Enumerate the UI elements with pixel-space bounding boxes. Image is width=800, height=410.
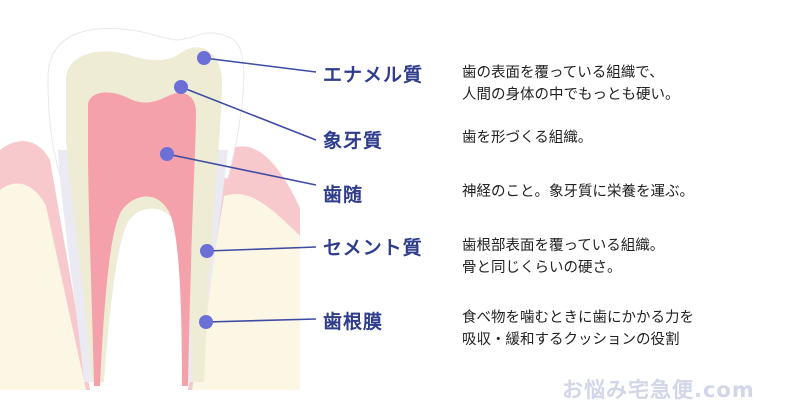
- site-watermark: お悩み宅急便.com: [562, 378, 755, 402]
- marker-dot-cementum: [200, 244, 214, 258]
- desc-cementum-line-1: 歯根部表面を覆っている組織。: [462, 238, 665, 254]
- label-dentin: 象牙質: [323, 130, 384, 152]
- desc-pulp-line-1: 神経のこと。象牙質に栄養を運ぶ。: [462, 184, 694, 200]
- label-pulp: 歯随: [323, 184, 364, 206]
- pulp-chamber: [88, 92, 196, 387]
- desc-ligament: 食べ物を噛むときに歯にかかる力を 吸収・緩和するクッションの役割: [462, 307, 694, 351]
- leader-line-cementum: [206, 246, 317, 252]
- desc-cementum-line-2: 骨と同じくらいの硬さ。: [462, 260, 622, 276]
- leader-line-pulp: [166, 153, 317, 186]
- desc-pulp: 神経のこと。象牙質に栄養を運ぶ。: [462, 181, 694, 203]
- desc-ligament-line-2: 吸収・緩和するクッションの役割: [462, 332, 680, 348]
- desc-enamel-line-1: 歯の表面を覆っている組織で、: [462, 65, 664, 81]
- marker-dots: [160, 51, 214, 329]
- marker-dot-enamel: [197, 51, 211, 65]
- marker-dot-pulp: [160, 147, 174, 161]
- jaw-tissue: [0, 141, 300, 390]
- label-enamel: エナメル質: [323, 64, 424, 86]
- desc-dentin-line-1: 歯を形づくる組織。: [462, 130, 593, 146]
- leader-line-enamel: [203, 57, 317, 73]
- desc-enamel: 歯の表面を覆っている組織で、 人間の身体の中でもっとも硬い。: [462, 62, 680, 106]
- label-ligament: 歯根膜: [323, 311, 384, 333]
- marker-dot-dentin: [174, 80, 188, 94]
- jaw-bone: [0, 183, 300, 390]
- leader-line-dentin: [180, 86, 317, 141]
- marker-dot-ligament: [199, 315, 213, 329]
- desc-dentin: 歯を形づくる組織。: [462, 127, 592, 149]
- leader-line-ligament: [205, 318, 317, 323]
- leader-lines: [166, 57, 317, 323]
- label-cementum: セメント質: [323, 237, 423, 259]
- desc-ligament-line-1: 食べ物を噛むときに歯にかかる力を: [462, 310, 694, 326]
- desc-enamel-line-2: 人間の身体の中でもっとも硬い。: [462, 87, 680, 103]
- desc-cementum: 歯根部表面を覆っている組織。 骨と同じくらいの硬さ。: [462, 235, 664, 279]
